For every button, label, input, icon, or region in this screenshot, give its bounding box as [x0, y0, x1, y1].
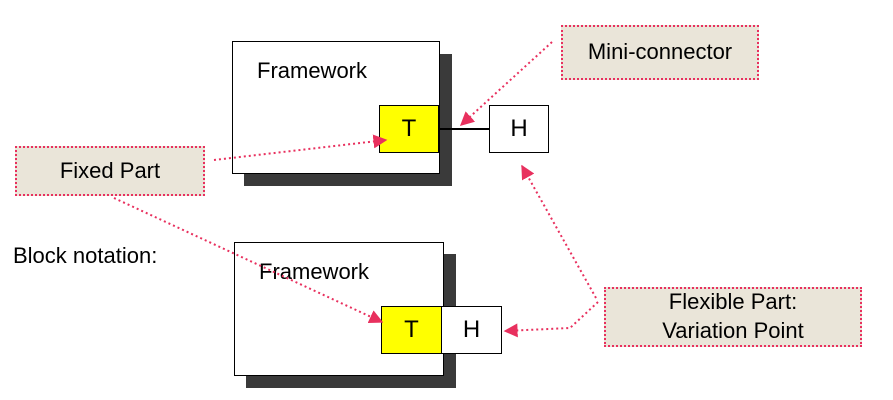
- mini-connector-callout-text: Mini-connector: [587, 39, 733, 65]
- flexible-part-arrow-bottom: [503, 301, 599, 338]
- top-framework-title: Framework: [257, 58, 368, 83]
- bottom-template-box: T: [381, 306, 442, 354]
- bottom-template-label: T: [404, 316, 419, 343]
- mini-connector-line: [439, 128, 490, 130]
- flexible-part-callout-line1: Flexible Part:: [668, 289, 798, 315]
- block-notation-label: Block notation:: [13, 243, 158, 268]
- top-template-label: T: [401, 115, 417, 142]
- top-hook-label: H: [510, 115, 528, 142]
- flexible-part-arrow-top: [521, 164, 597, 299]
- top-hook-box: H: [489, 105, 549, 153]
- bottom-framework-title: Framework: [259, 259, 370, 284]
- flexible-part-callout-line2: Variation Point: [662, 318, 804, 343]
- bottom-hook-box: H: [441, 306, 502, 354]
- flexible-part-callout: Flexible Part: Variation Point: [604, 287, 862, 347]
- top-template-box: T: [379, 105, 439, 153]
- mini-connector-callout: Mini-connector: [561, 25, 759, 80]
- bottom-hook-label: H: [462, 316, 481, 343]
- fixed-part-callout: Fixed Part: [15, 146, 205, 196]
- fixed-part-callout-text: Fixed Part: [59, 157, 161, 183]
